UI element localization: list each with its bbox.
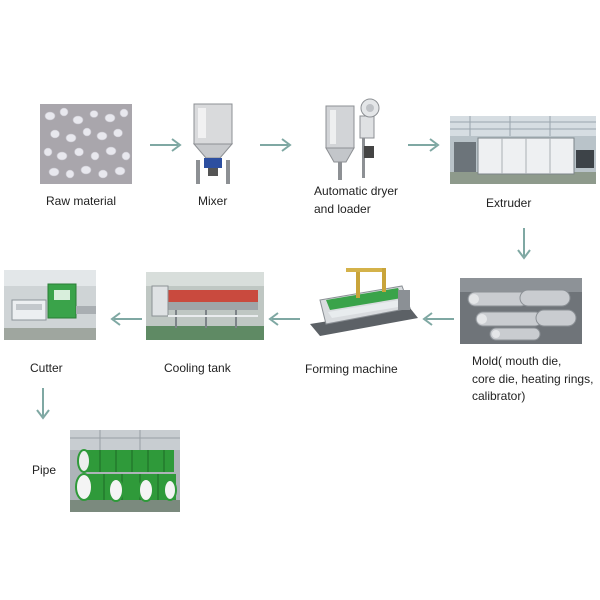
- cutter-photo: [4, 270, 96, 340]
- dryer-label-line1: Automatic dryer: [314, 184, 399, 198]
- mold-photo: [460, 278, 582, 344]
- arrow-left-icon: [108, 312, 142, 326]
- dryer-loader-photo: [320, 96, 384, 182]
- arrow-down-icon: [517, 228, 531, 262]
- arrow-down-icon: [36, 388, 50, 422]
- raw-material-photo: [40, 104, 132, 184]
- arrow-right-icon: [150, 138, 184, 152]
- cooling-tank-label: Cooling tank: [164, 361, 231, 375]
- dryer-label-line2: and loader: [314, 202, 371, 216]
- raw-material-label: Raw material: [46, 194, 117, 208]
- mixer-label: Mixer: [198, 194, 228, 208]
- cooling-tank-photo: [146, 272, 264, 340]
- arrow-right-icon: [260, 138, 294, 152]
- mixer-photo: [190, 100, 236, 186]
- mold-label-line2: core die, heating rings,: [472, 372, 594, 386]
- pipe-label: Pipe: [32, 463, 57, 477]
- arrow-left-icon: [420, 312, 454, 326]
- forming-machine-label: Forming machine: [305, 362, 398, 376]
- cutter-label: Cutter: [30, 361, 63, 375]
- mold-label-line1: Mold( mouth die,: [472, 354, 562, 368]
- extruder-label: Extruder: [486, 196, 532, 210]
- arrow-left-icon: [266, 312, 300, 326]
- extruder-photo: [450, 116, 596, 184]
- mold-label-line3: calibrator): [472, 389, 526, 403]
- forming-machine-photo: [306, 264, 420, 342]
- arrow-right-icon: [408, 138, 442, 152]
- pipe-photo: [70, 430, 180, 512]
